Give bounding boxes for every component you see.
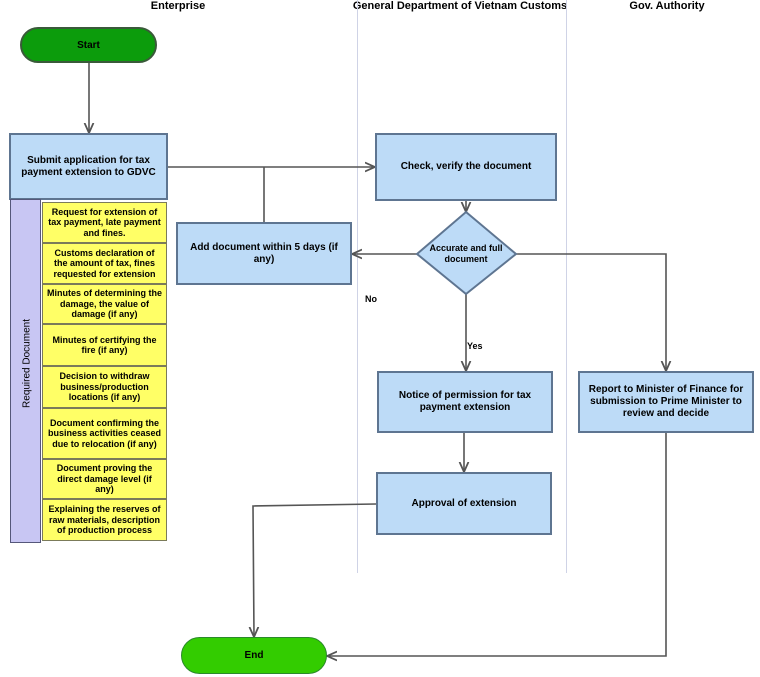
end-label: End: [244, 650, 264, 661]
required-document-label: Required Document: [21, 319, 33, 408]
required-doc-text: Request for extension of tax payment, la…: [48, 206, 161, 238]
decision-diamond: [415, 210, 518, 296]
approval-extension-box: Approval of extension: [376, 472, 552, 535]
required-doc-text: Document proving the direct damage level…: [56, 463, 153, 495]
lane-title-enterprise: Enterprise: [150, 0, 206, 12]
submit-application-text: Submit application for tax payment exten…: [21, 154, 156, 178]
check-document-box: Check, verify the document: [375, 133, 557, 201]
notice-permission-text: Notice of permission for tax payment ext…: [398, 390, 532, 413]
end-terminal: End: [181, 637, 327, 674]
required-doc-text: Document confirming the business activit…: [47, 417, 162, 449]
start-label: Start: [77, 39, 100, 51]
required-doc-item: Minutes of certifying the fire (if any): [42, 324, 167, 366]
required-doc-text: Minutes of certifying the fire (if any): [52, 334, 157, 356]
lane-title-customs: General Department of Vietnam Customs: [352, 0, 568, 12]
required-doc-item: Explaining the reserves of raw materials…: [42, 499, 167, 541]
edge-report-end: [327, 432, 667, 656]
check-document-text: Check, verify the document: [400, 161, 532, 172]
submit-application-box: Submit application for tax payment exten…: [9, 133, 168, 200]
edge-label-no: No: [365, 294, 377, 304]
required-doc-text: Decision to withdraw business/production…: [59, 371, 150, 403]
edge-approval-end: [253, 503, 377, 637]
required-doc-item: Request for extension of tax payment, la…: [42, 202, 167, 243]
required-doc-item: Document confirming the business activit…: [42, 408, 167, 459]
lane-divider-left: [357, 0, 358, 573]
required-doc-text: Customs declaration of the amount of tax…: [53, 247, 156, 279]
report-minister-box: Report to Minister of Finance for submis…: [578, 371, 754, 433]
required-doc-item: Customs declaration of the amount of tax…: [42, 243, 167, 284]
add-document-text: Add document within 5 days (if any): [190, 241, 338, 265]
lane-divider-right: [566, 0, 567, 573]
required-doc-text: Explaining the reserves of raw materials…: [48, 504, 161, 536]
required-doc-item: Minutes of determining the damage, the v…: [42, 284, 167, 324]
required-doc-item: Document proving the direct damage level…: [42, 459, 167, 499]
lane-title-gov: Gov. Authority: [629, 0, 705, 12]
approval-extension-text: Approval of extension: [411, 497, 517, 509]
required-document-bar: Required Document: [10, 199, 41, 543]
start-terminal: Start: [20, 27, 157, 63]
edge-decision-report: [516, 253, 666, 371]
add-document-box: Add document within 5 days (if any): [176, 222, 352, 285]
decision-text: Accurate and full document: [429, 243, 503, 264]
required-doc-item: Decision to withdraw business/production…: [42, 366, 167, 408]
edge-label-yes: Yes: [467, 341, 483, 351]
report-minister-text: Report to Minister of Finance for submis…: [588, 384, 744, 419]
required-doc-text: Minutes of determining the damage, the v…: [47, 288, 163, 320]
notice-permission-box: Notice of permission for tax payment ext…: [377, 371, 553, 433]
